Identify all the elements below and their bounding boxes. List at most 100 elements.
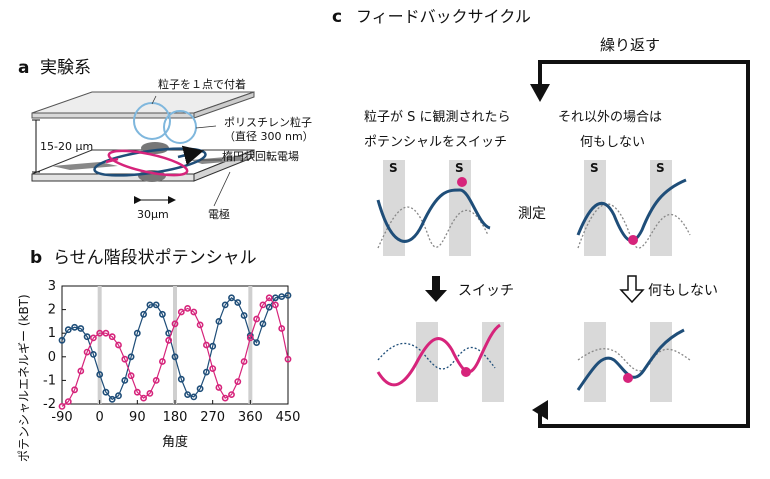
label-field: 楕円状回転電場 bbox=[222, 149, 299, 163]
label-electrode: 電極 bbox=[208, 207, 230, 221]
data-point bbox=[190, 308, 198, 316]
s-band bbox=[584, 322, 606, 402]
data-point bbox=[221, 301, 229, 309]
data-point bbox=[215, 384, 223, 391]
data-point bbox=[202, 368, 210, 376]
measure-label: 測定 bbox=[518, 206, 546, 222]
data-point bbox=[284, 291, 292, 299]
data-point bbox=[146, 301, 154, 309]
data-point bbox=[71, 386, 78, 394]
y-tick-label: 2 bbox=[48, 303, 56, 318]
vertical-marker bbox=[173, 286, 177, 404]
data-point bbox=[77, 325, 85, 332]
data-point bbox=[202, 341, 210, 349]
data-point bbox=[158, 310, 166, 318]
data-point bbox=[127, 353, 135, 361]
x-tick-label: 90 bbox=[129, 410, 146, 425]
x-tick-label: 270 bbox=[200, 410, 225, 425]
data-point bbox=[121, 376, 129, 384]
mini-plot-top-left: S S bbox=[376, 160, 491, 256]
data-point bbox=[71, 323, 78, 331]
s-band bbox=[383, 160, 405, 256]
data-point bbox=[146, 389, 154, 397]
data-point bbox=[108, 333, 116, 341]
s-label: S bbox=[656, 161, 665, 175]
data-point bbox=[58, 336, 66, 344]
vertical-marker bbox=[97, 286, 102, 404]
x-tick-label: -90 bbox=[51, 410, 72, 425]
data-point bbox=[133, 329, 141, 337]
data-point bbox=[108, 395, 116, 403]
data-point bbox=[152, 301, 160, 309]
data-point bbox=[115, 392, 122, 400]
y-tick-label: -1 bbox=[43, 373, 56, 388]
s-band bbox=[416, 322, 438, 402]
active-potential bbox=[376, 188, 491, 243]
data-point bbox=[64, 326, 72, 334]
data-point bbox=[196, 321, 204, 329]
panel-c-title: フィードバックサイクル bbox=[356, 7, 531, 26]
switch-label: スイッチ bbox=[458, 283, 514, 299]
active-potential bbox=[576, 178, 687, 243]
series-line bbox=[61, 296, 289, 407]
other-potential bbox=[377, 342, 496, 370]
panel-a-letter: a bbox=[18, 58, 29, 78]
data-point bbox=[278, 293, 286, 300]
data-point bbox=[265, 303, 273, 311]
data-point bbox=[265, 294, 273, 302]
mini-plot-bottom-left bbox=[376, 322, 504, 402]
data-point bbox=[158, 358, 166, 365]
particle-2 bbox=[163, 110, 197, 144]
data-point bbox=[133, 388, 141, 396]
panel-b-letter: b bbox=[30, 248, 42, 268]
switch-arrow bbox=[425, 276, 447, 302]
label-diameter: （直径 300 nm） bbox=[224, 129, 314, 143]
y-tick-label: 3 bbox=[48, 279, 56, 294]
leader-attach bbox=[151, 95, 157, 105]
label-width: 30µm bbox=[137, 208, 169, 221]
panel-c: c フィードバックサイクル 繰り返す 粒子が S に観測されたら ポテンシャルを… bbox=[332, 7, 750, 428]
data-point bbox=[177, 375, 185, 383]
leader-electrode bbox=[213, 171, 231, 207]
y-tick-label: -2 bbox=[43, 397, 56, 412]
data-point bbox=[96, 329, 104, 337]
data-point bbox=[234, 299, 242, 306]
label-height: 15-20 µm bbox=[40, 140, 93, 153]
mini-plot-top-right: S S bbox=[576, 160, 691, 256]
data-point bbox=[271, 301, 279, 309]
feedback-loop bbox=[538, 60, 750, 428]
data-point bbox=[77, 367, 85, 375]
data-point bbox=[271, 294, 279, 302]
particle-dot bbox=[457, 177, 467, 187]
rotating-field-magenta bbox=[107, 149, 189, 177]
mini-plot-bottom-right bbox=[576, 322, 691, 402]
x-tick-label: 0 bbox=[96, 410, 104, 425]
s-band bbox=[650, 160, 672, 256]
data-point bbox=[240, 312, 248, 319]
particle-dot bbox=[461, 367, 471, 377]
nothing-arrow bbox=[619, 275, 645, 304]
data-point bbox=[196, 385, 204, 393]
s-label: S bbox=[455, 161, 464, 175]
x-tick-label: 180 bbox=[163, 410, 188, 425]
data-point bbox=[177, 308, 185, 316]
data-point bbox=[115, 341, 122, 349]
top-glass-plate bbox=[31, 91, 255, 114]
s-label: S bbox=[389, 161, 398, 175]
data-point bbox=[184, 304, 191, 312]
data-point bbox=[83, 348, 91, 356]
data-point bbox=[171, 353, 179, 361]
data-point bbox=[90, 350, 97, 358]
data-point bbox=[121, 355, 129, 363]
top-glass-side bbox=[193, 91, 255, 119]
data-point bbox=[284, 355, 292, 363]
data-point bbox=[58, 402, 66, 410]
vertical-marker bbox=[248, 286, 253, 404]
left-caption-2: ポテンシャルをスイッチ bbox=[364, 135, 507, 150]
x-tick-label: 360 bbox=[238, 410, 263, 425]
y-tick-label: 1 bbox=[48, 326, 56, 341]
vertical-markers bbox=[97, 286, 253, 404]
